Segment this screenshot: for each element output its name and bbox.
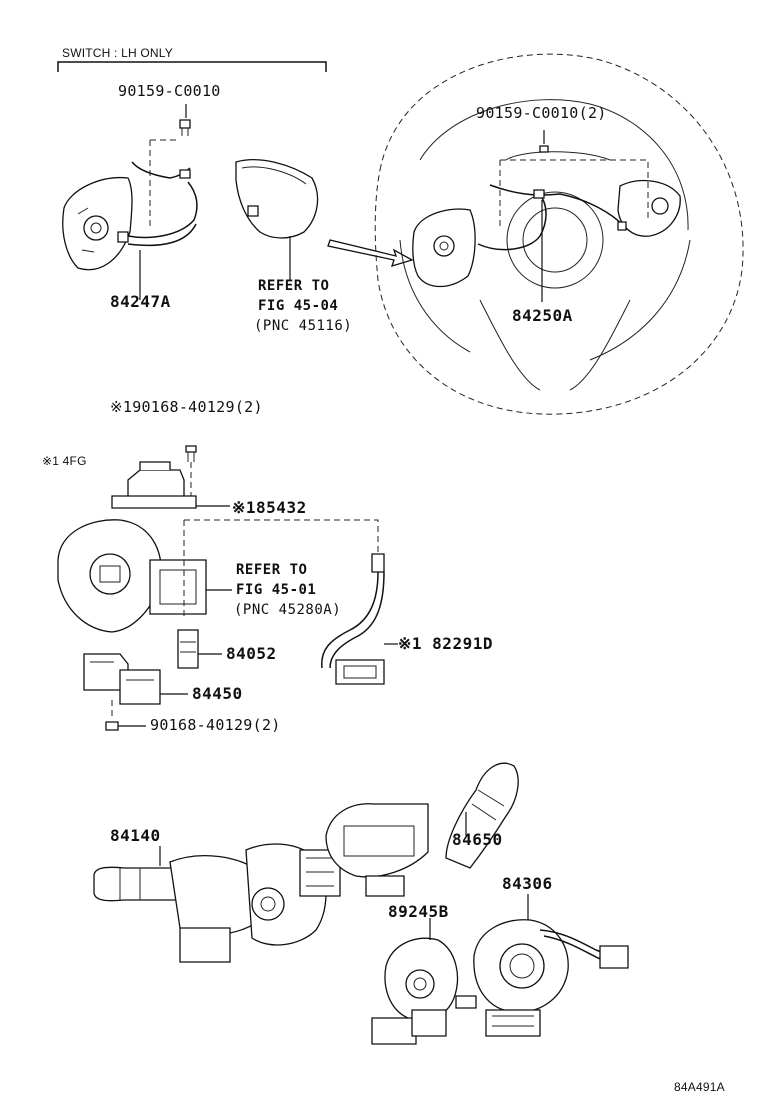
label-screw-wheel: 90159-C0010(2) [476,104,607,122]
label-84140: 84140 [110,826,161,845]
label-screw-bottom: 90168-40129(2) [150,716,281,734]
label-84247A: 84247A [110,292,171,311]
switch-84140 [93,843,341,963]
label-82291D: ※1 82291D [398,634,493,653]
label-84450: 84450 [192,684,243,703]
direction-arrow [327,239,414,267]
sensor-89245B [371,918,459,1045]
label-89245B: 89245B [388,902,449,921]
switch-84650 [325,762,519,897]
switch-84247A [62,161,198,300]
screw-top-left [149,104,191,230]
steering-cover [235,159,319,280]
ref1-line1: REFER TO [258,278,330,294]
label-screw-4fg: ※190168-40129(2) [110,398,263,416]
lh-only-note: SWITCH : LH ONLY [62,46,173,60]
ref2-line2: FIG 45-01 [236,582,317,598]
harness-82291D [321,553,398,685]
screw-4fg [185,445,197,498]
label-screw-top: 90159-C0010 [118,82,221,100]
label-85432: ※185432 [232,498,307,517]
ref2-line1: REFER TO [236,562,308,578]
steering-wheel [374,53,744,415]
ref1-line3: (PNC 45116) [254,318,353,334]
ref1-line2: FIG 45-04 [258,298,339,314]
label-84052: 84052 [226,644,277,663]
lock-housing [57,519,232,633]
connector-path [183,519,379,620]
screw-bottom [105,700,146,731]
label-84650: 84650 [452,830,503,849]
part-84450 [83,653,188,705]
ref2-line3: (PNC 45280A) [234,602,342,618]
label-84306: 84306 [502,874,553,893]
label-84250A: 84250A [512,306,573,325]
lh-only-bracket [57,61,327,72]
note-4fg: ※1 4FG [42,454,87,468]
module-85432 [111,461,230,509]
part-84052 [177,629,222,669]
diagram-id: 84A491A [674,1080,725,1094]
spiral-cable-84306 [455,894,629,1037]
